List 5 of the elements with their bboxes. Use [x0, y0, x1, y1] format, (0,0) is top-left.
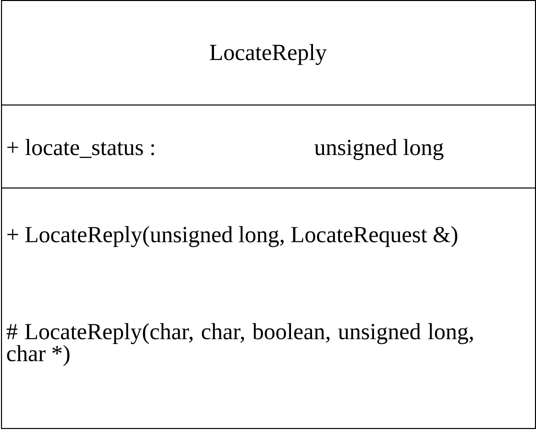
attribute-name: + locate_status : — [7, 139, 154, 158]
method-signature: # LocateReply(char, char, boolean, unsigned long, char *) — [6, 323, 473, 366]
attribute-type: unsigned long — [314, 139, 444, 160]
method-signature: + LocateReply(unsigned long, LocateRequest &) — [7, 226, 458, 248]
class-name: LocateReply — [210, 44, 327, 65]
